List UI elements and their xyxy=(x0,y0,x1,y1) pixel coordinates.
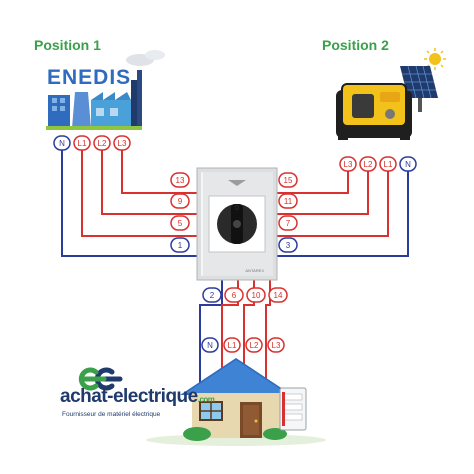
wire-left-l1 xyxy=(81,143,205,237)
terminal-left-13-text: 13 xyxy=(176,176,185,185)
brand-tld: .com xyxy=(197,395,215,404)
terminal-left-13: 13 xyxy=(170,172,190,188)
label-right-n-text: N xyxy=(405,160,411,169)
wire-right-n xyxy=(270,158,409,257)
label-house-l1-text: L1 xyxy=(228,341,237,350)
terminal-right-3-text: 3 xyxy=(286,241,291,250)
changeover-switch[interactable]: 0 I II ANTAREX xyxy=(196,167,278,281)
label-house-l2-text: L2 xyxy=(250,341,259,350)
terminal-bottom-14: 14 xyxy=(268,287,288,303)
label-left-n-text: N xyxy=(59,139,65,148)
svg-text:0: 0 xyxy=(235,205,239,212)
wires-right xyxy=(270,158,409,257)
wire-left-l2 xyxy=(101,143,205,215)
label-house-n-text: N xyxy=(207,341,213,350)
selector-knob[interactable] xyxy=(217,204,257,244)
label-right-l3-text: L3 xyxy=(344,160,353,169)
brand-logo-mark xyxy=(78,367,123,391)
label-right-l2: L2 xyxy=(359,156,377,172)
label-house-l3-text: L3 xyxy=(272,341,281,350)
wire-right-l2 xyxy=(270,158,369,215)
terminal-left-9-text: 9 xyxy=(178,197,183,206)
terminal-right-7: 7 xyxy=(278,215,298,231)
terminal-bottom-10-text: 10 xyxy=(252,291,261,300)
terminal-right-15-text: 15 xyxy=(284,176,293,185)
terminal-left-9: 9 xyxy=(170,193,190,209)
terminal-bottom-2: 2 xyxy=(202,287,222,303)
position-2-title: Position 2 xyxy=(322,37,389,53)
svg-text:II: II xyxy=(253,221,257,228)
generator-illustration xyxy=(336,48,446,140)
label-right-l2-text: L2 xyxy=(364,160,373,169)
terminal-left-1: 1 xyxy=(170,237,190,253)
label-right-l1-text: L1 xyxy=(384,160,393,169)
brand-tagline: Fournisseur de matériel électrique xyxy=(62,411,161,418)
terminal-bottom-14-text: 14 xyxy=(274,291,283,300)
label-right-l3: L3 xyxy=(339,156,357,172)
wire-left-l3 xyxy=(121,143,205,194)
label-left-l3-text: L3 xyxy=(118,139,127,148)
wire-house-n xyxy=(199,272,223,385)
terminal-left-1-text: 1 xyxy=(178,241,183,250)
terminal-left-5: 5 xyxy=(170,215,190,231)
terminal-right-15: 15 xyxy=(278,172,298,188)
terminal-bottom-6-text: 6 xyxy=(232,291,237,300)
brand-logo: achat-electrique.com xyxy=(60,386,215,408)
power-plant-illustration xyxy=(46,50,165,130)
terminal-left-5-text: 5 xyxy=(178,219,183,228)
label-house-n: N xyxy=(201,337,219,353)
label-left-l2: L2 xyxy=(93,135,111,151)
terminal-bottom-6: 6 xyxy=(224,287,244,303)
label-left-l2-text: L2 xyxy=(98,139,107,148)
terminal-right-11: 11 xyxy=(278,193,298,209)
label-house-l2: L2 xyxy=(245,337,263,353)
wire-house-l3 xyxy=(265,272,271,385)
house-illustration xyxy=(146,358,326,446)
switch-maker-label: ANTAREX xyxy=(245,268,264,273)
terminal-right-7-text: 7 xyxy=(286,219,291,228)
label-house-l1: L1 xyxy=(223,337,241,353)
terminal-bottom-2-text: 2 xyxy=(210,291,215,300)
label-house-l3: L3 xyxy=(267,337,285,353)
position-1-title: Position 1 xyxy=(34,37,101,53)
label-right-n: N xyxy=(399,156,417,172)
terminal-bottom-10: 10 xyxy=(246,287,266,303)
brand-name: achat-electrique xyxy=(60,386,198,407)
label-left-l3: L3 xyxy=(113,135,131,151)
label-left-l1: L1 xyxy=(73,135,91,151)
terminal-right-11-text: 11 xyxy=(284,197,293,206)
label-left-l1-text: L1 xyxy=(78,139,87,148)
label-right-l1: L1 xyxy=(379,156,397,172)
wire-left-n xyxy=(61,143,205,257)
enedis-logo: ENEDIS xyxy=(47,66,132,89)
wires-left xyxy=(61,143,205,257)
label-left-n: N xyxy=(53,135,71,151)
wire-right-l1 xyxy=(270,158,389,237)
terminal-right-3: 3 xyxy=(278,237,298,253)
svg-text:I: I xyxy=(218,221,220,228)
